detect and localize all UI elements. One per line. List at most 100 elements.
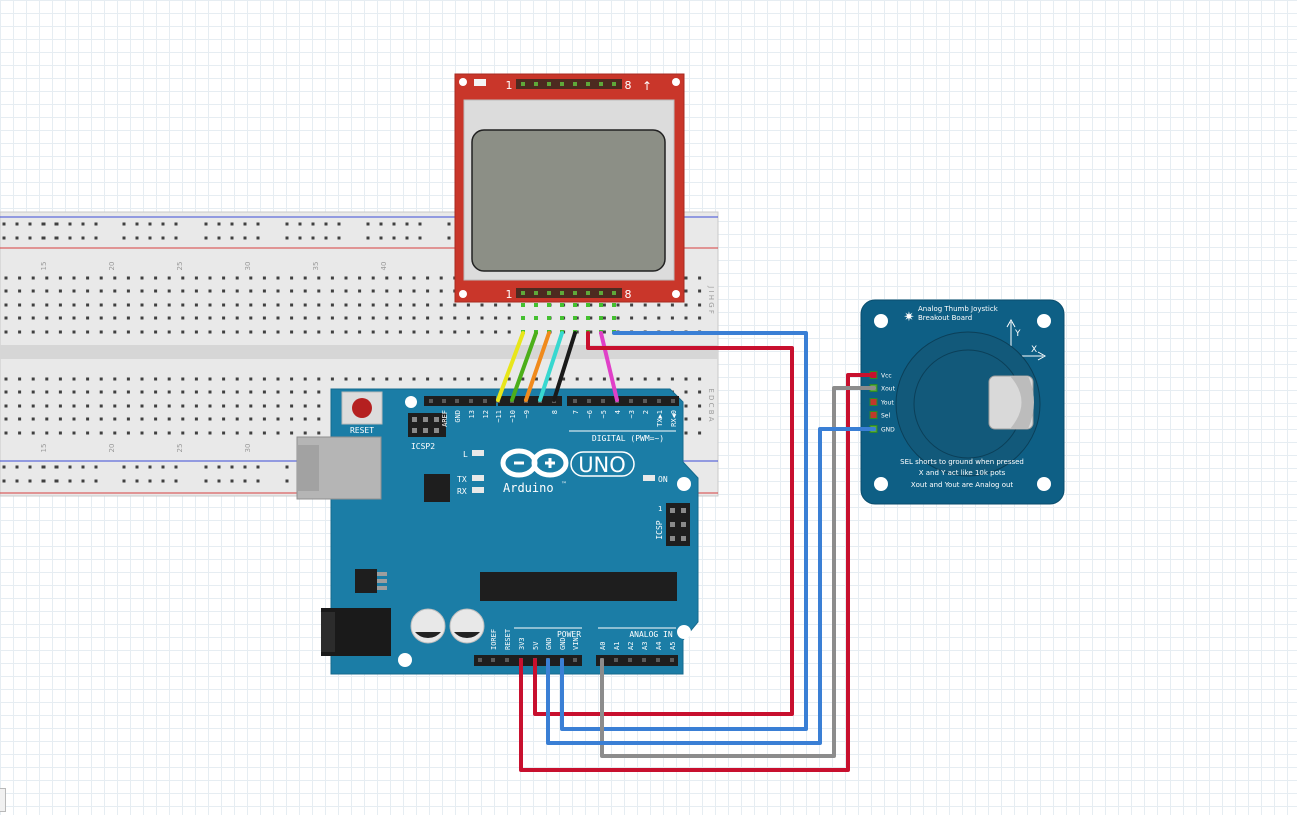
breadboard-hole[interactable] (99, 316, 103, 320)
breadboard-hole[interactable] (235, 289, 239, 293)
breadboard-hole[interactable] (249, 330, 253, 334)
breadboard-hole[interactable] (230, 236, 234, 240)
breadboard-hole[interactable] (140, 377, 144, 381)
breadboard-hole[interactable] (217, 222, 221, 226)
icsp-pin[interactable] (681, 508, 686, 513)
breadboard-hole[interactable] (208, 330, 212, 334)
breadboard-hole[interactable] (385, 289, 389, 293)
icsp2-pin[interactable] (434, 417, 439, 422)
breadboard-hole[interactable] (616, 316, 620, 320)
breadboard-hole[interactable] (298, 236, 302, 240)
breadboard-hole[interactable] (126, 289, 130, 293)
digital-pin[interactable] (657, 399, 661, 403)
digital-header-left[interactable] (424, 396, 496, 406)
breadboard-hole[interactable] (161, 236, 165, 240)
lcd-top-pin-header[interactable] (516, 79, 622, 89)
breadboard-hole[interactable] (126, 390, 130, 394)
breadboard-hole[interactable] (330, 316, 334, 320)
breadboard-hole[interactable] (698, 404, 702, 408)
breadboard-hole[interactable] (58, 303, 62, 307)
breadboard-hole[interactable] (45, 316, 49, 320)
breadboard-hole[interactable] (135, 465, 139, 469)
breadboard-hole[interactable] (249, 417, 253, 421)
breadboard-hole[interactable] (249, 431, 253, 435)
breadboard-hole[interactable] (235, 330, 239, 334)
breadboard-hole[interactable] (534, 377, 538, 381)
breadboard-hole[interactable] (86, 289, 90, 293)
digital-pin[interactable] (671, 399, 675, 403)
breadboard-hole[interactable] (45, 431, 49, 435)
analog-pin[interactable] (656, 658, 660, 662)
breadboard-hole[interactable] (262, 431, 266, 435)
breadboard-hole[interactable] (81, 465, 85, 469)
breadboard-hole[interactable] (249, 390, 253, 394)
breadboard-hole[interactable] (181, 303, 185, 307)
breadboard-hole[interactable] (58, 316, 62, 320)
analog-pin[interactable] (670, 658, 674, 662)
breadboard-hole[interactable] (262, 390, 266, 394)
breadboard-hole[interactable] (439, 316, 443, 320)
wire-lcd-pin1[interactable] (496, 331, 525, 402)
breadboard-hole[interactable] (28, 236, 32, 240)
breadboard-hole[interactable] (222, 390, 226, 394)
breadboard-hole[interactable] (290, 431, 294, 435)
breadboard-hole[interactable] (99, 404, 103, 408)
breadboard-hole[interactable] (181, 276, 185, 280)
breadboard-hole[interactable] (94, 236, 98, 240)
wire-lcd-vcc[interactable] (533, 331, 794, 716)
breadboard-hole[interactable] (657, 377, 661, 381)
breadboard-hole[interactable] (68, 479, 72, 483)
icsp2-pin[interactable] (434, 428, 439, 433)
breadboard-connected-hole[interactable] (612, 316, 616, 320)
breadboard-hole[interactable] (99, 276, 103, 280)
breadboard-hole[interactable] (18, 303, 22, 307)
breadboard-hole[interactable] (589, 377, 593, 381)
breadboard-hole[interactable] (262, 330, 266, 334)
breadboard-hole[interactable] (480, 303, 484, 307)
breadboard-hole[interactable] (4, 377, 8, 381)
breadboard-hole[interactable] (392, 236, 396, 240)
lcd-top-pin[interactable] (547, 82, 551, 86)
breadboard-hole[interactable] (167, 303, 171, 307)
breadboard-hole[interactable] (167, 431, 171, 435)
breadboard-hole[interactable] (249, 276, 253, 280)
breadboard-hole[interactable] (344, 289, 348, 293)
breadboard-hole[interactable] (45, 303, 49, 307)
breadboard-hole[interactable] (330, 330, 334, 334)
breadboard-hole[interactable] (208, 431, 212, 435)
breadboard-hole[interactable] (28, 479, 32, 483)
breadboard-hole[interactable] (94, 222, 98, 226)
lcd-bottom-pin[interactable] (560, 291, 564, 295)
breadboard-hole[interactable] (126, 276, 130, 280)
breadboard-hole[interactable] (222, 303, 226, 307)
breadboard-hole[interactable] (426, 276, 430, 280)
breadboard-hole[interactable] (398, 276, 402, 280)
breadboard-hole[interactable] (290, 404, 294, 408)
breadboard-hole[interactable] (358, 316, 362, 320)
lcd-bottom-pin[interactable] (612, 291, 616, 295)
breadboard-hole[interactable] (18, 404, 22, 408)
breadboard-hole[interactable] (616, 303, 620, 307)
breadboard-hole[interactable] (18, 431, 22, 435)
breadboard-hole[interactable] (45, 417, 49, 421)
lcd-top-pin[interactable] (521, 82, 525, 86)
breadboard-hole[interactable] (575, 330, 579, 334)
breadboard-hole[interactable] (86, 330, 90, 334)
breadboard-hole[interactable] (68, 465, 72, 469)
breadboard-hole[interactable] (412, 330, 416, 334)
breadboard-hole[interactable] (698, 377, 702, 381)
breadboard-hole[interactable] (657, 303, 661, 307)
lcd-top-pin[interactable] (612, 82, 616, 86)
breadboard-hole[interactable] (379, 236, 383, 240)
breadboard-hole[interactable] (42, 479, 46, 483)
breadboard-hole[interactable] (311, 236, 315, 240)
wire-joystick-gnd[interactable] (546, 427, 876, 745)
power-pin[interactable] (573, 658, 577, 662)
breadboard-hole[interactable] (643, 303, 647, 307)
breadboard-hole[interactable] (31, 377, 35, 381)
icsp2-pin[interactable] (423, 417, 428, 422)
power-header[interactable] (474, 655, 582, 666)
breadboard-hole[interactable] (194, 404, 198, 408)
lcd-bottom-pin[interactable] (573, 291, 577, 295)
breadboard-hole[interactable] (204, 465, 208, 469)
